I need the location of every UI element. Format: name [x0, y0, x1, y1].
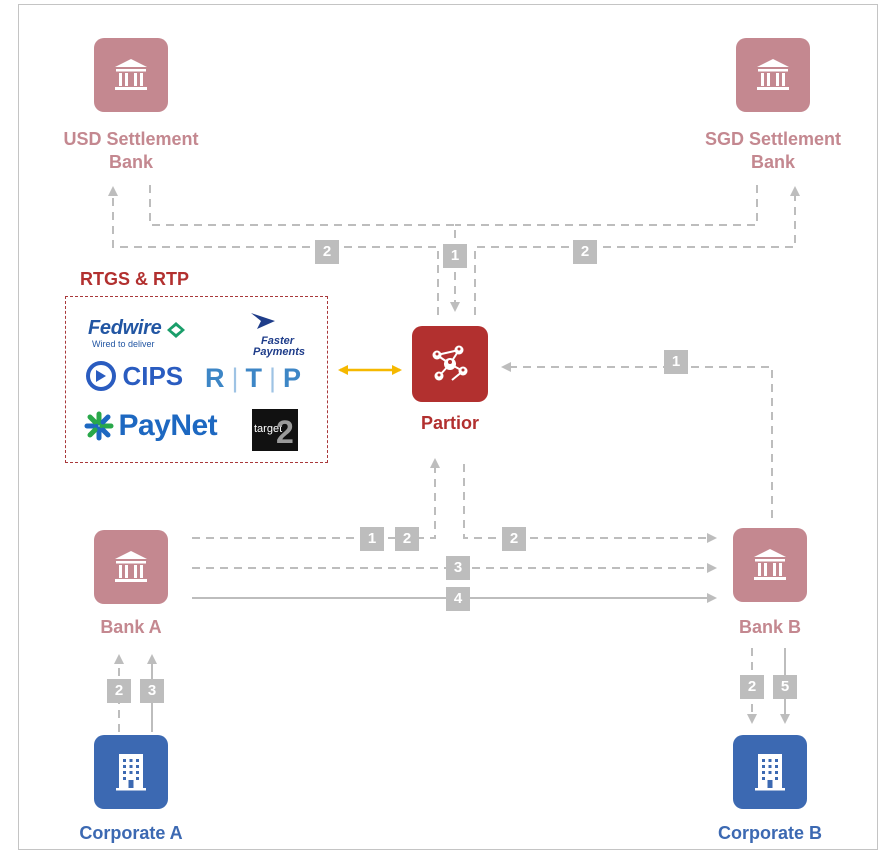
target2-logo: target 2 [252, 409, 298, 451]
step-badge: 2 [395, 527, 419, 551]
flow-partior-to-usd-bank [108, 186, 439, 315]
paynet-star-icon [84, 411, 114, 441]
sgd-settlement-bank-tile[interactable] [736, 38, 810, 112]
flow-bankb-to-partior [501, 362, 773, 518]
step-badge: 2 [502, 527, 526, 551]
partior-label: Partior [420, 413, 480, 433]
corporate-b-tile[interactable] [733, 735, 807, 809]
bank-building-icon [754, 549, 786, 580]
bank-building-icon [757, 59, 789, 90]
network-nodes-icon [432, 345, 468, 381]
bank-b-tile[interactable] [733, 528, 807, 602]
step-badge: 2 [573, 240, 597, 264]
corporate-a-label: Corporate A [79, 823, 183, 843]
fedwire-logo: Fedwire Wired to deliver [88, 317, 186, 349]
rtgs-rtp-title: RTGS & RTP [80, 269, 190, 289]
step-badge: 3 [140, 679, 164, 703]
office-building-icon [116, 754, 146, 791]
flow-usd-bank-to-partior [149, 185, 460, 312]
bank-a-label: Bank A [100, 617, 162, 637]
bank-building-icon [115, 551, 147, 582]
step-badge: 2 [740, 675, 764, 699]
flow-partior-to-sgd-bank [474, 186, 800, 315]
faster-payments-logo: Faster Payments [249, 311, 305, 358]
step-badge: 3 [446, 556, 470, 580]
bank-a-tile[interactable] [94, 530, 168, 604]
fedwire-diamond-icon [166, 321, 185, 338]
usd-settlement-bank-tile[interactable] [94, 38, 168, 112]
cips-globe-icon [86, 361, 116, 391]
step-badge: 5 [773, 675, 797, 699]
sgd-settlement-bank-label: SGD Settlement Bank [704, 129, 842, 172]
usd-settlement-bank-label: USD Settlement Bank [63, 129, 199, 172]
office-building-icon [755, 754, 785, 791]
rtp-logo: R|T|P [205, 363, 303, 393]
diagram-frame [18, 4, 878, 850]
bank-building-icon [115, 59, 147, 90]
partior-badge-spacer [443, 268, 467, 292]
step-badge: 4 [446, 587, 470, 611]
step-badge: 1 [664, 350, 688, 374]
flow-sgd-bank-to-partior [455, 185, 758, 226]
corporate-b-label: Corporate B [717, 823, 822, 843]
flow-partior-to-bankb [463, 464, 717, 543]
flow-banka-to-partior [192, 458, 440, 539]
paynet-logo: PayNet [84, 409, 218, 443]
partior-tile[interactable] [412, 326, 488, 402]
step-badge: 1 [360, 527, 384, 551]
cips-logo: CIPS [86, 361, 183, 391]
rtgs-rtp-box: Fedwire Wired to deliver Faster Payments… [65, 296, 328, 463]
step-badge: 1 [443, 244, 467, 268]
step-badge: 2 [107, 679, 131, 703]
bank-b-label: Bank B [738, 617, 801, 637]
step-badge: 2 [315, 240, 339, 264]
corporate-a-tile[interactable] [94, 735, 168, 809]
faster-payments-arrow-icon [251, 313, 275, 329]
